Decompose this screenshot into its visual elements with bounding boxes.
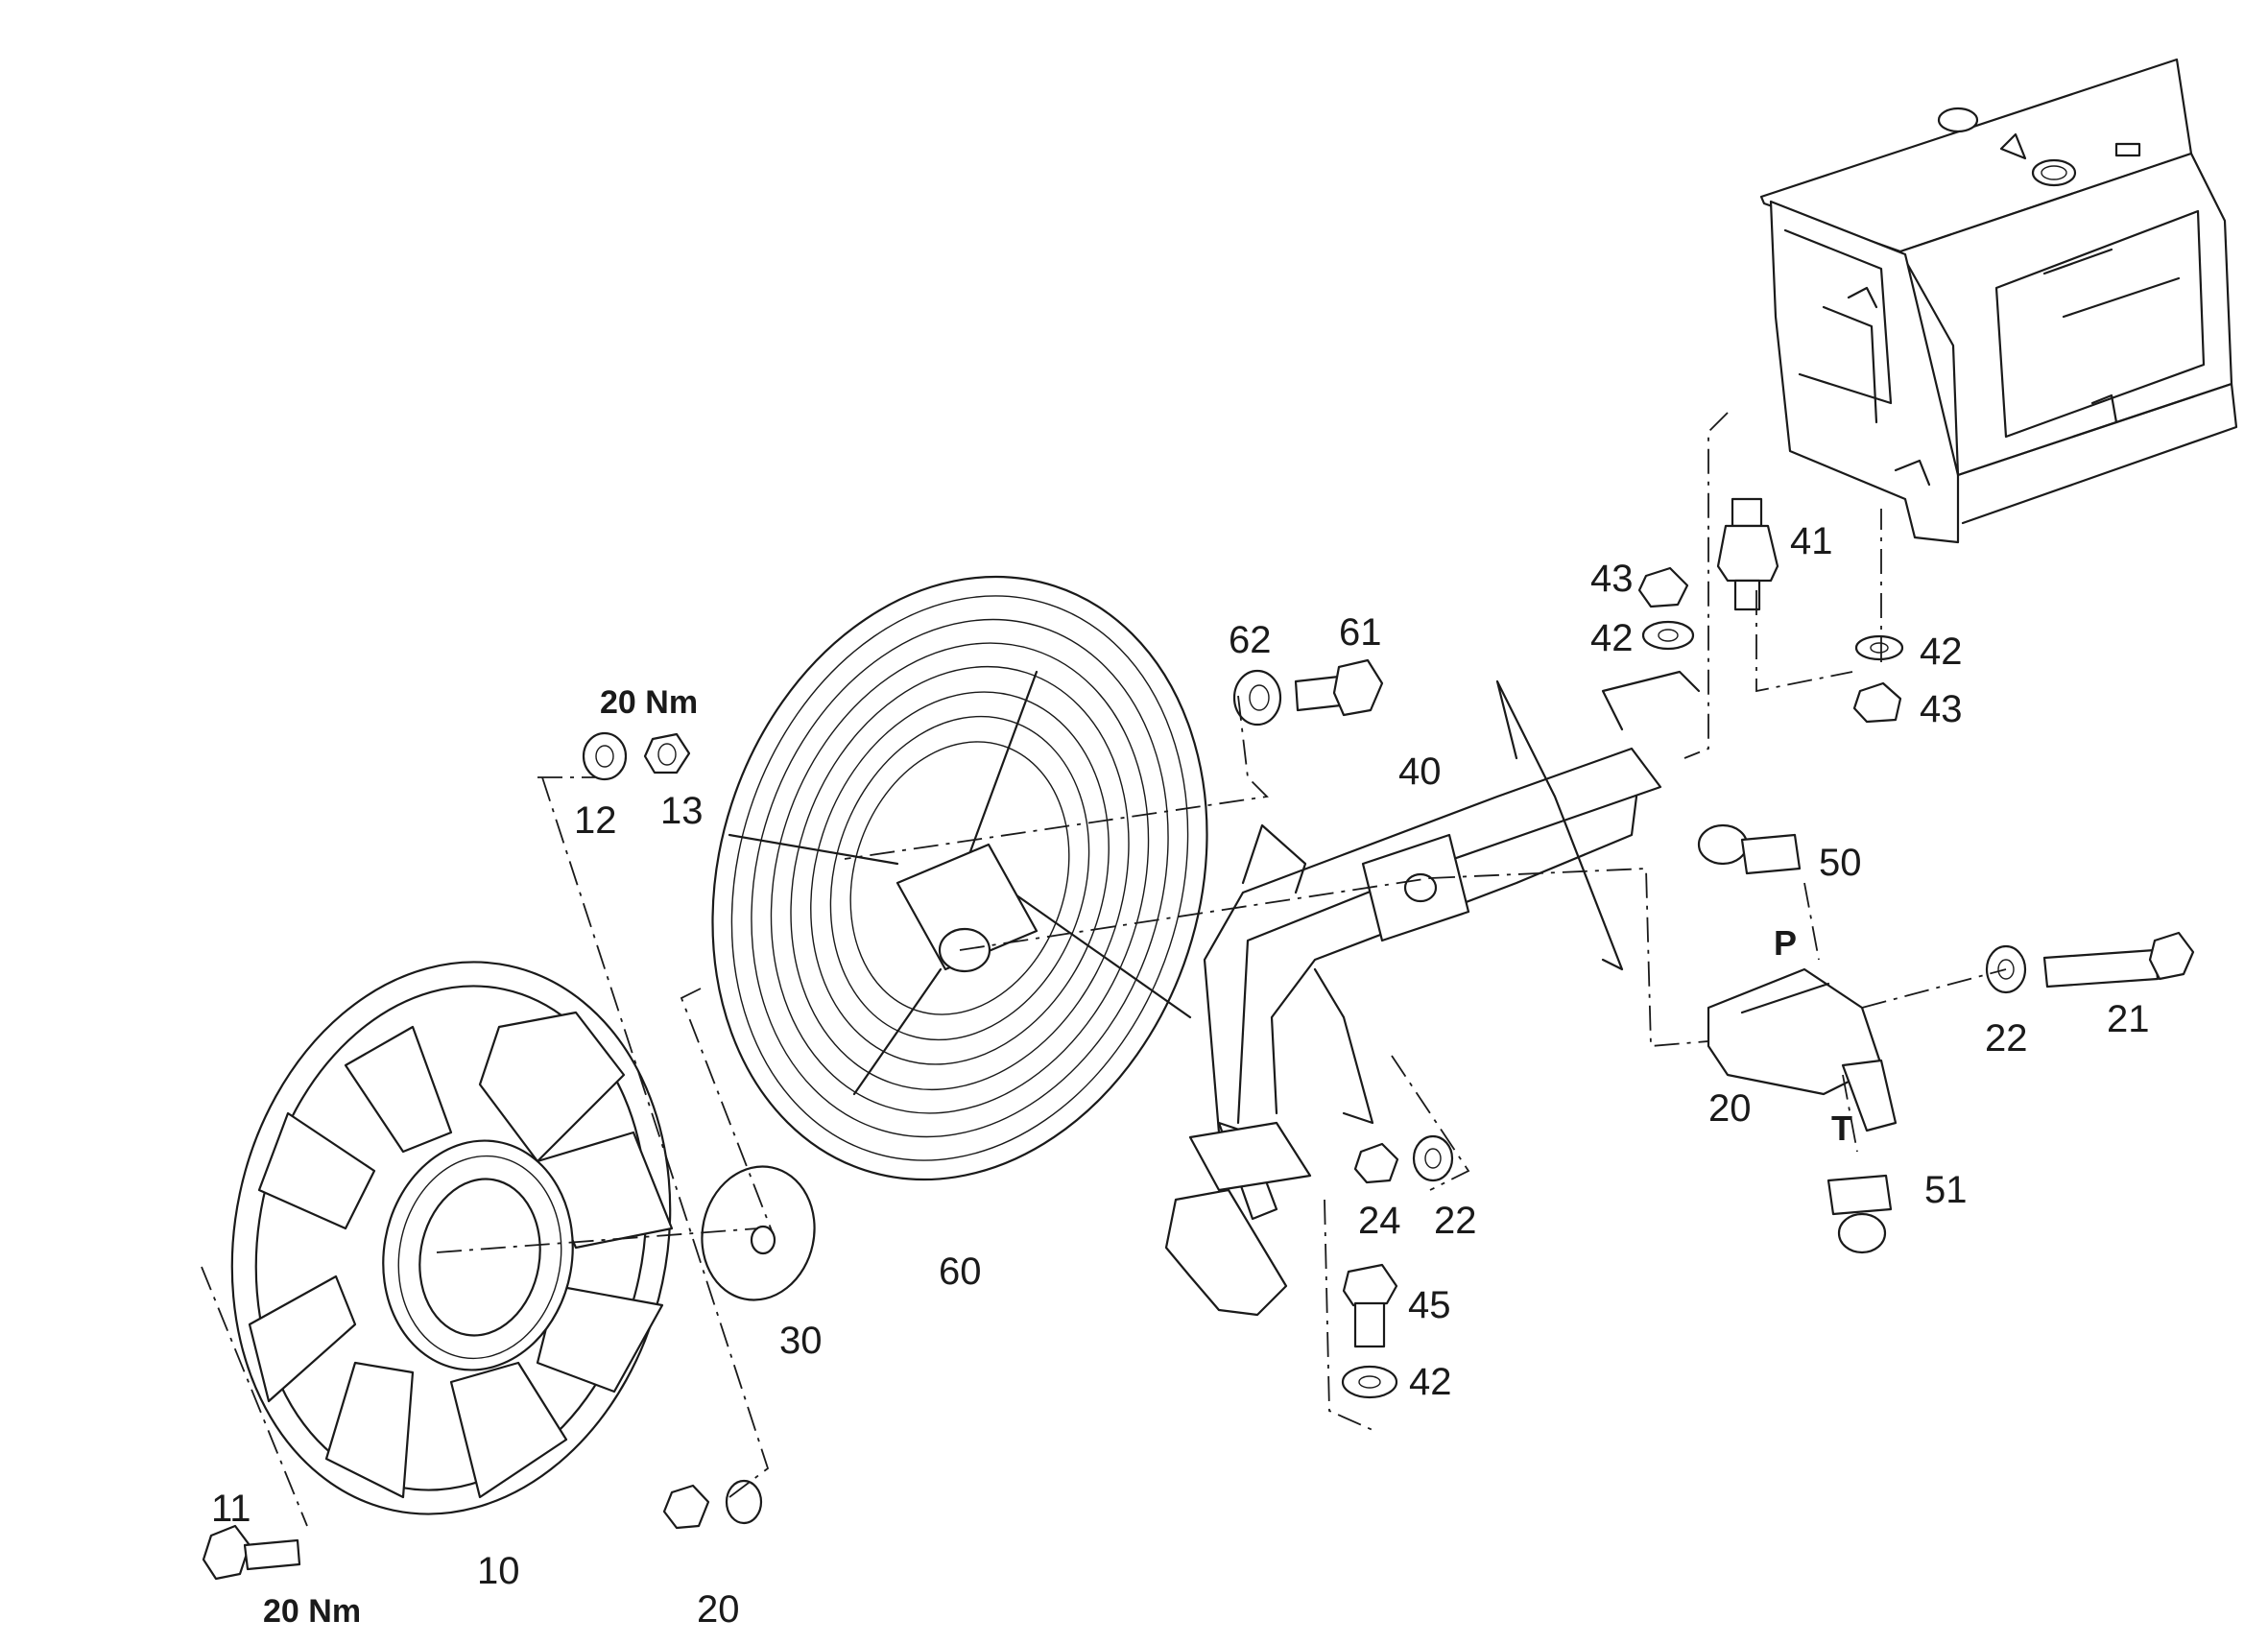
label-22-right: 22	[1985, 1017, 2028, 1060]
washer-22-mid	[1412, 1134, 1454, 1182]
label-43-right: 43	[1920, 688, 1963, 730]
bolt-61	[1294, 658, 1384, 717]
label-24: 24	[1358, 1200, 1401, 1242]
label-30: 30	[779, 1320, 823, 1362]
label-60: 60	[939, 1251, 982, 1293]
washer-42-top	[1641, 620, 1695, 651]
label-20-motor: 20	[1708, 1087, 1752, 1130]
nut-24	[1353, 1142, 1399, 1184]
fan-wheel	[230, 961, 674, 1515]
label-20-fan: 20	[697, 1588, 740, 1631]
nut-43-right	[1852, 681, 1902, 724]
bolt-45	[1342, 1263, 1398, 1348]
nut-43-top	[1637, 566, 1689, 608]
port-t: T	[1831, 1108, 1852, 1148]
label-41: 41	[1790, 520, 1833, 562]
washer-12	[582, 731, 628, 781]
fitting-51	[1826, 1174, 1893, 1254]
fan-guard	[711, 575, 1208, 1181]
washer-42-right	[1854, 634, 1904, 661]
bolt-11	[202, 1524, 301, 1581]
washer-42-bottom	[1341, 1365, 1398, 1399]
label-22-mid: 22	[1434, 1200, 1477, 1242]
label-61: 61	[1339, 611, 1382, 654]
part-labels: 10 11 12 13 20 20 21 22 22 24 30 40 41 4…	[211, 520, 2150, 1631]
hydraulic-motor-20	[1707, 967, 1898, 1132]
label-43-top: 43	[1590, 558, 1634, 600]
label-12: 12	[574, 799, 617, 842]
label-21: 21	[2107, 998, 2150, 1040]
label-10: 10	[477, 1550, 520, 1592]
torque-lower: 20 Nm	[263, 1593, 361, 1630]
bolt-21	[2042, 931, 2195, 989]
label-42-bottom: 42	[1409, 1361, 1452, 1403]
radiator-housing	[1759, 58, 2238, 544]
label-51: 51	[1924, 1169, 1968, 1211]
mounting-surface	[1164, 1188, 1288, 1317]
label-50: 50	[1819, 842, 1862, 884]
port-p: P	[1774, 923, 1797, 963]
nut-13	[643, 732, 691, 774]
label-13: 13	[660, 790, 704, 832]
nut-washer-20	[662, 1479, 763, 1530]
rubber-mount-41	[1716, 497, 1779, 611]
label-45: 45	[1408, 1284, 1451, 1326]
label-42-right: 42	[1920, 631, 1963, 673]
hub-cover-30	[701, 1165, 816, 1301]
torque-upper: 20 Nm	[600, 684, 698, 721]
mounting-frame	[1188, 670, 1701, 1221]
label-40: 40	[1398, 751, 1442, 793]
label-11: 11	[211, 1488, 251, 1530]
fitting-50	[1697, 823, 1802, 875]
washer-62	[1232, 669, 1282, 727]
leader-lines	[201, 412, 2007, 1527]
label-62: 62	[1229, 619, 1272, 661]
label-42-top: 42	[1590, 617, 1634, 659]
